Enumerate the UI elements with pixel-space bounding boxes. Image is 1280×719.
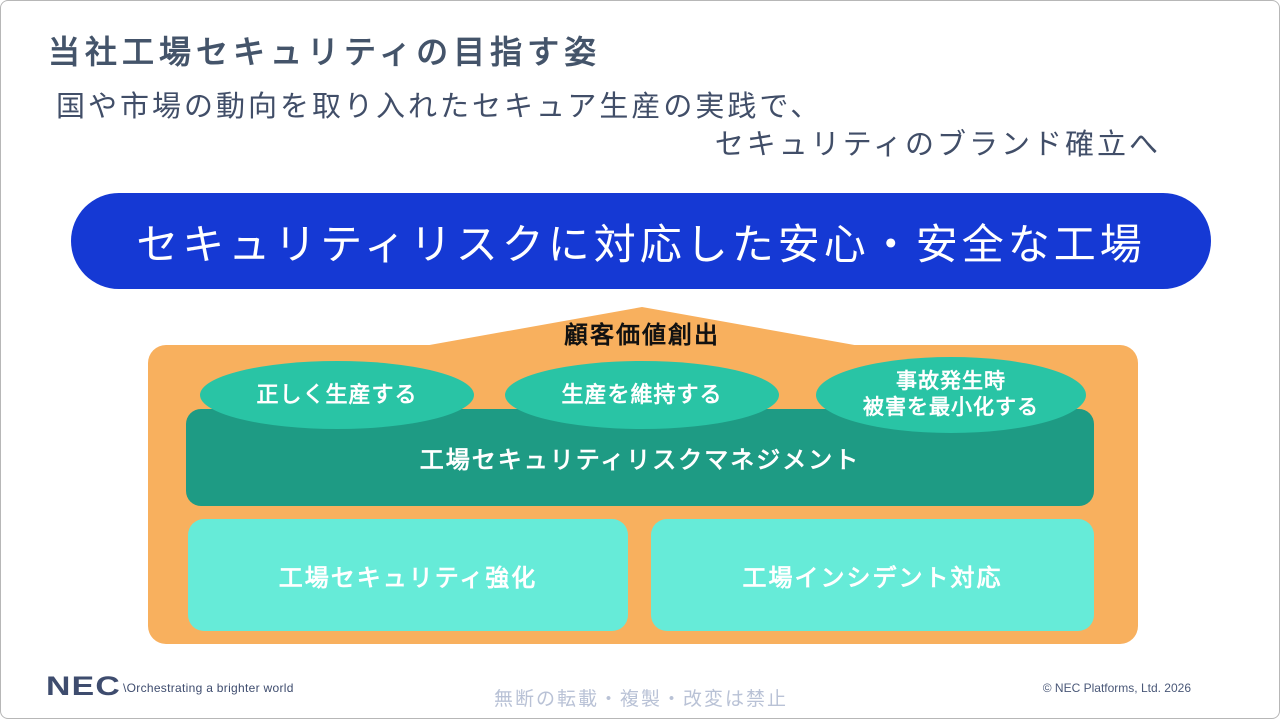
roof-label: 顧客価値創出: [564, 322, 720, 349]
goal-ellipse-maintain-production: 生産を維持する: [505, 361, 779, 429]
copyright: © NEC Platforms, Ltd. 2026: [1042, 681, 1191, 695]
pillar-security-strengthening: 工場セキュリティ強化: [188, 519, 628, 631]
goal-ellipse-produce-correctly: 正しく生産する: [200, 361, 474, 429]
goal-ellipse-minimize-damage: 事故発生時 被害を最小化する: [816, 357, 1086, 433]
subtitle-line-2: セキュリティのブランド確立へ: [714, 129, 1161, 161]
vision-banner: セキュリティリスクに対応した安心・安全な工場: [71, 193, 1211, 289]
subtitle-line-1: 国や市場の動向を取り入れたセキュア生産の実践で、: [56, 91, 823, 123]
reproduction-notice: 無断の転載・複製・改変は禁止: [493, 689, 788, 710]
nec-logo: NEC: [46, 671, 122, 701]
goal-ellipse-minimize-damage-line1: 事故発生時: [896, 369, 1006, 393]
goal-ellipse-minimize-damage-line2: 被害を最小化する: [863, 396, 1039, 419]
page-title: 当社工場セキュリティの目指す姿: [48, 34, 602, 70]
nec-tagline: \Orchestrating a brighter world: [123, 681, 294, 695]
pillar-incident-response: 工場インシデント対応: [651, 519, 1094, 631]
